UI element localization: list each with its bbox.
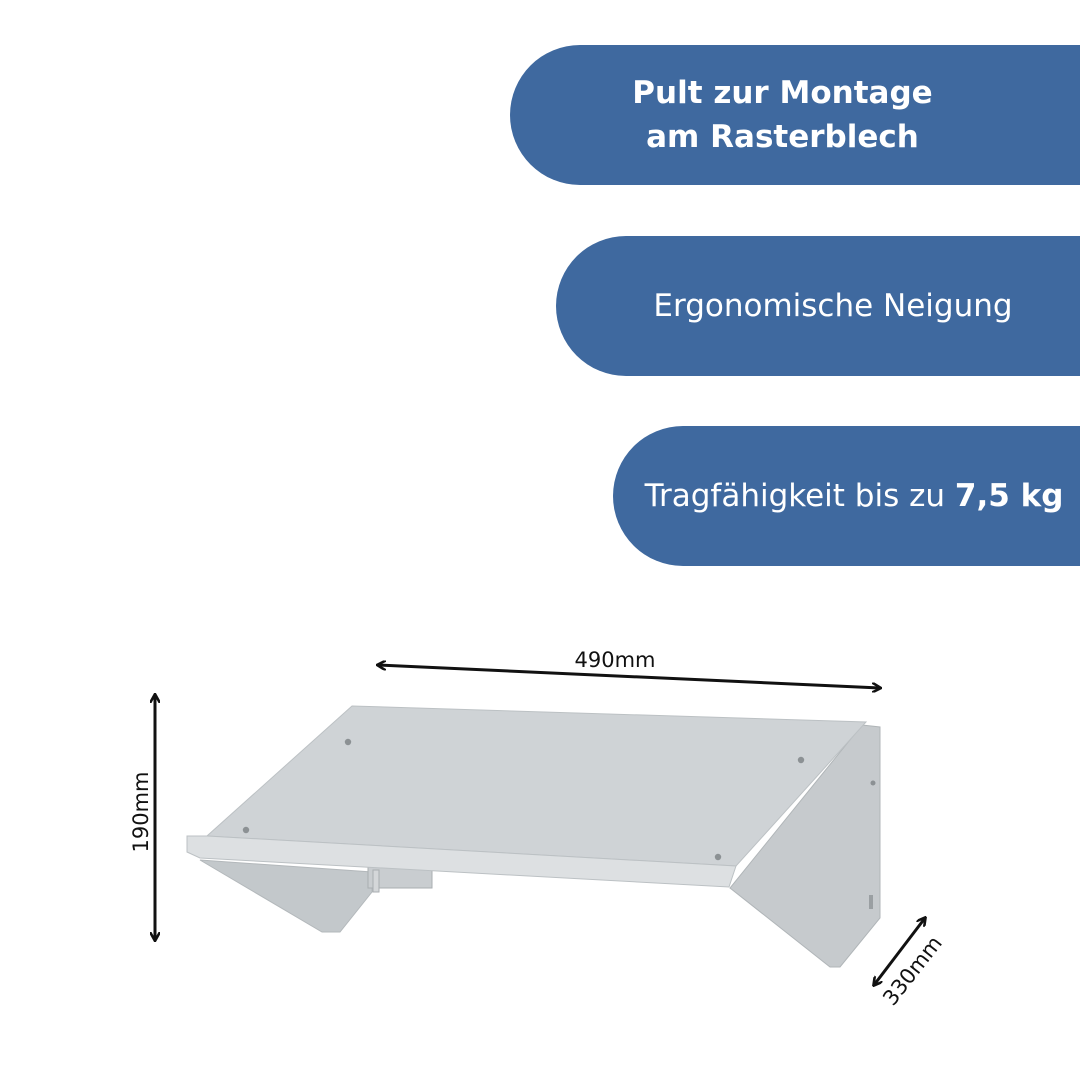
mounting-clip	[372, 869, 380, 893]
badge-tragfaehigkeit-value: 7,5 kg	[954, 478, 1064, 514]
depth-dimension-arrow	[874, 918, 925, 985]
slot-hole	[869, 895, 873, 909]
screw-hole	[242, 826, 250, 834]
screw-hole	[344, 738, 352, 746]
badge-montage-line2: am Rasterblech	[646, 119, 919, 155]
feature-badge-montage: Pult zur Montage am Rasterblech	[510, 45, 1080, 185]
left-bracket	[199, 859, 373, 933]
badge-neigung-label: Ergonomische Neigung	[653, 288, 1013, 324]
badge-tragfaehigkeit-prefix: Tragfähigkeit bis zu	[644, 478, 955, 514]
badge-montage-line1: Pult zur Montage	[632, 75, 933, 111]
height-dimension-label: 190mm	[129, 772, 153, 853]
screw-hole	[797, 756, 805, 764]
front-lip	[186, 835, 737, 888]
right-bracket	[729, 724, 881, 968]
depth-dimension-label: 330mm	[878, 931, 947, 1010]
width-dimension-label: 490mm	[575, 648, 656, 672]
screw-hole	[714, 853, 722, 861]
width-dimension-arrow	[378, 665, 880, 688]
badge-tragfaehigkeit-text: Tragfähigkeit bis zu 7,5 kg	[645, 478, 1064, 514]
feature-badge-neigung: Ergonomische Neigung	[556, 236, 1080, 376]
feature-badge-tragfaehigkeit: Tragfähigkeit bis zu 7,5 kg	[613, 426, 1080, 566]
screw-hole	[870, 780, 876, 786]
desk-shelf-illustration	[186, 705, 881, 968]
